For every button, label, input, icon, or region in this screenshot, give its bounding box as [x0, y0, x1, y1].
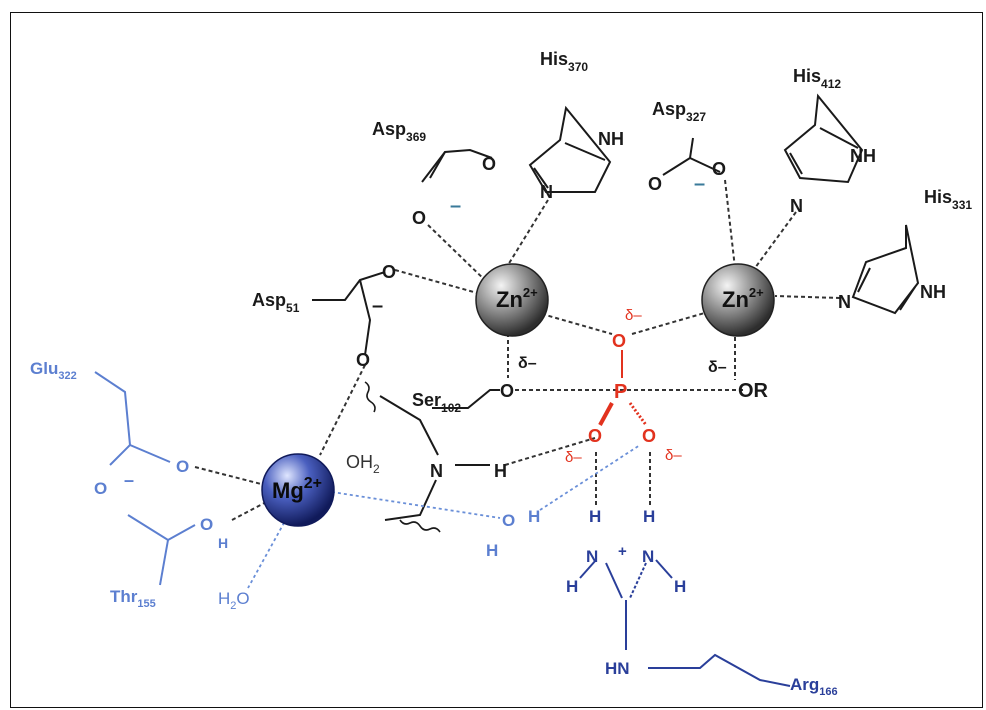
asp327-o2: O	[712, 159, 726, 179]
glu-thr-bonds	[94, 371, 196, 586]
phosphate-bonds	[598, 350, 648, 426]
magnesium-label: Mg2+	[272, 475, 322, 503]
phosphate-o-left: O	[588, 426, 602, 446]
magnesium-sphere	[261, 453, 335, 527]
asp51-label: Asp51	[252, 290, 300, 315]
or-group: OR	[738, 380, 769, 402]
asp327-o1: O	[648, 174, 662, 194]
phosphate-delta-top: δ–	[625, 307, 642, 324]
zinc-1-sphere	[475, 263, 549, 337]
ser102-o: O	[500, 381, 514, 401]
arg-plus: +	[618, 543, 627, 560]
water-h2o: H2O	[218, 589, 250, 612]
arg-n1: N	[586, 547, 598, 566]
zinc-2-sphere	[701, 263, 775, 337]
asp51-o1: O	[382, 262, 396, 282]
zinc-2-label: Zn2+	[722, 285, 764, 312]
arg-h2: H	[643, 507, 655, 526]
backbone-h: H	[494, 461, 507, 481]
glu322-o2: O	[176, 457, 189, 476]
figure-frame	[10, 12, 983, 708]
phosphate-o-right: O	[642, 426, 656, 446]
phosphate-o-top: O	[612, 331, 626, 351]
asp369-o2: O	[412, 208, 426, 228]
his331-n: N	[838, 292, 851, 312]
water-interactions	[247, 444, 641, 589]
phosphate-delta-right: δ–	[665, 447, 682, 464]
zinc-1-label: Zn2+	[496, 285, 538, 312]
arg-hn: HN	[605, 659, 630, 678]
water-o: O	[502, 511, 515, 530]
his331-label: His331	[924, 187, 972, 212]
solid-bonds	[312, 93, 920, 521]
thr155-h: H	[218, 535, 228, 551]
asp327-minus: –	[694, 173, 705, 195]
backbone-waves	[364, 381, 441, 533]
arg-bonds	[579, 559, 791, 687]
water-h2: H	[486, 541, 498, 560]
arg-h4: H	[674, 577, 686, 596]
coordination-bonds	[194, 179, 841, 521]
his412-label: His412	[793, 66, 841, 91]
thr155-label: Thr155	[110, 587, 156, 610]
glu322-o1: O	[94, 479, 107, 498]
phosphate-delta-left: δ–	[565, 449, 582, 466]
arg-h3: H	[566, 577, 578, 596]
zn2-delta: δ–	[708, 359, 727, 376]
glu322-minus: –	[124, 470, 134, 490]
his412-nh: NH	[850, 146, 876, 166]
zn1-delta: δ–	[518, 355, 537, 372]
asp51-o2: O	[356, 350, 370, 370]
thr155-o: O	[200, 515, 213, 534]
asp51-minus: –	[372, 295, 383, 317]
arg-h1: H	[589, 507, 601, 526]
mg-oh2: OH2	[346, 452, 380, 476]
phosphate-p: P	[614, 381, 627, 403]
arg166-label: Arg166	[790, 675, 838, 698]
his370-label: His370	[540, 49, 588, 74]
backbone-n: N	[430, 461, 443, 481]
asp369-label: Asp369	[372, 119, 426, 144]
his370-nh: NH	[598, 129, 624, 149]
ser102-label: Ser102	[412, 390, 461, 415]
arg-n2: N	[642, 547, 654, 566]
asp369-minus: –	[450, 195, 461, 217]
asp327-label: Asp327	[652, 99, 706, 124]
his331-nh: NH	[920, 282, 946, 302]
asp369-o1: O	[482, 154, 496, 174]
his412-n: N	[790, 196, 803, 216]
glu322-label: Glu322	[30, 359, 77, 382]
water-h1: H	[528, 507, 540, 526]
his370-n: N	[540, 182, 553, 202]
